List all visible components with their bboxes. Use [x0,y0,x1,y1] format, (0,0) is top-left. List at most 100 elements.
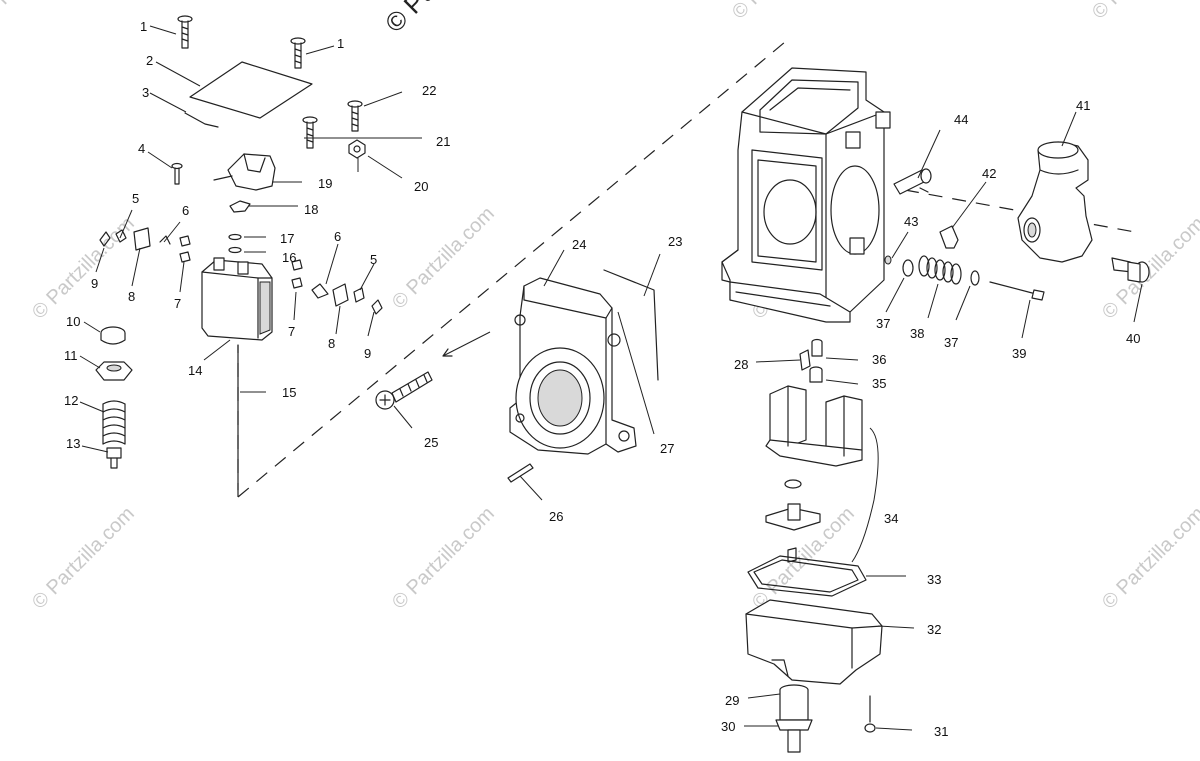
part-label: 9 [364,346,371,361]
part-label: 3 [142,85,149,100]
arrow-head-25 [442,348,453,357]
part-label: 8 [128,289,135,304]
part-wire-3 [184,112,219,128]
part-label: 4 [138,141,145,156]
part-cap-42 [939,225,959,249]
part-screw-1b [290,37,306,69]
part-label: 32 [927,622,941,637]
part-pin-26 [507,463,534,483]
part-ring-16 [228,246,242,254]
part-label: 11 [64,348,78,363]
part-screw-39 [989,281,1045,301]
part-label: 2 [146,53,153,68]
part-plate-2 [189,61,313,119]
leader-lines [79,25,1143,731]
part-label: 34 [884,511,898,526]
part-label: 27 [660,441,674,456]
part-group-left-small [99,227,191,263]
part-washer-37b [970,270,980,286]
part-drain-29 [779,684,809,721]
part-needle-13 [106,447,122,469]
part-label: 25 [424,435,438,450]
part-label: 13 [66,436,80,451]
part-spring-38 [918,255,962,285]
part-label: 1 [337,36,344,51]
part-label: 29 [725,693,739,708]
part-label: 19 [318,176,332,191]
watermark: © Partzilla.com [1088,0,1199,24]
part-label: 12 [64,393,78,408]
part-carb-body [721,67,891,323]
part-label: 40 [1126,331,1140,346]
part-label: 28 [734,357,748,372]
part-label: 36 [872,352,886,367]
part-washer-37a [902,259,914,277]
part-label: 37 [944,335,958,350]
part-jet-35 [809,366,823,383]
part-rod-23 [603,269,659,381]
part-label: 5 [132,191,139,206]
part-label: 23 [668,234,682,249]
watermark: © Partzilla.com [28,213,139,324]
part-label: 42 [982,166,996,181]
part-bowl-32 [745,599,883,685]
part-group-right-small [291,259,383,315]
part-screw-40 [1111,257,1150,283]
watermark-top: © Pa [379,0,442,38]
part-gasket-33-inner [753,559,859,593]
part-screw-25 [375,371,433,410]
part-label: 17 [280,231,294,246]
part-label: 15 [282,385,296,400]
watermark: © Partzilla.com [388,503,499,614]
part-label: 16 [282,250,296,265]
part-drain-30 [775,719,813,753]
arrow-25 [442,331,491,357]
watermark: © Partzilla.com [28,503,139,614]
part-label: 33 [927,572,941,587]
part-screw-22 [347,100,363,132]
part-label: 44 [954,112,968,127]
part-label: 31 [934,724,948,739]
part-gasket-33 [747,555,867,597]
part-screw-4 [171,162,183,185]
part-float-34 [765,385,863,563]
part-washer-43 [884,255,892,265]
part-bracket-19 [213,153,276,191]
part-label: 22 [422,83,436,98]
assembly-lines [237,41,1136,498]
part-labels: 1 1 2 3 4 5 5 6 6 7 7 8 8 9 9 10 11 12 1… [64,19,1140,739]
part-label: 10 [66,314,80,329]
part-label: 38 [910,326,924,341]
watermark: © Partzilla.com [0,0,89,24]
part-spring-12 [102,400,126,445]
part-label: 6 [334,229,341,244]
part-label: 1 [140,19,147,34]
part-ring-17 [228,233,242,241]
watermark: © Partzilla.com [1098,503,1200,614]
part-label: 26 [549,509,563,524]
part-label: 43 [904,214,918,229]
part-label: 20 [414,179,428,194]
part-lever-41 [1017,141,1093,263]
part-screw-1a [177,15,193,49]
part-label: 6 [182,203,189,218]
part-cap-10 [100,326,126,345]
part-label: 24 [572,237,586,252]
part-screw-31 [864,695,876,733]
part-label: 7 [288,324,295,339]
part-label: 37 [876,316,890,331]
part-label: 41 [1076,98,1090,113]
part-label: 14 [188,363,202,378]
part-label: 8 [328,336,335,351]
part-label: 18 [304,202,318,217]
part-fitting-44 [893,168,932,195]
part-label: 39 [1012,346,1026,361]
part-screw-21 [302,116,318,149]
part-flange-24 [509,277,637,455]
part-label: 35 [872,376,886,391]
part-clip-18 [229,200,251,213]
part-label: 7 [174,296,181,311]
part-slide-14 [201,257,273,341]
part-label: 5 [370,252,377,267]
